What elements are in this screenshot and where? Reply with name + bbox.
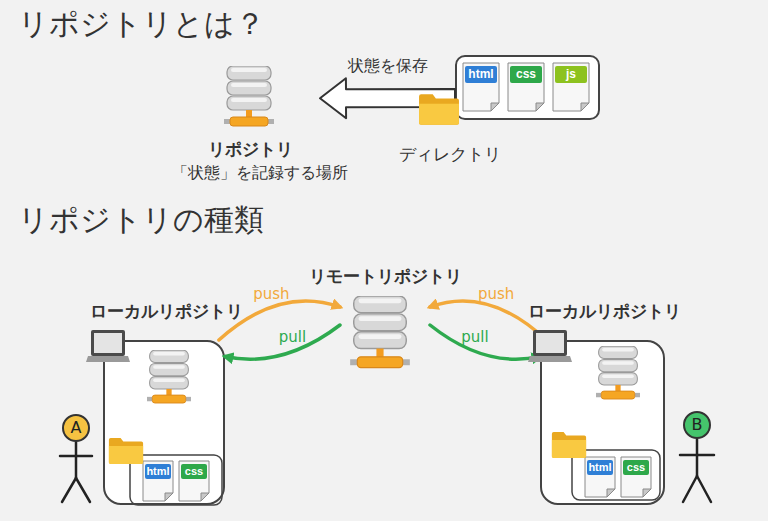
- file-page-fold: [643, 489, 651, 497]
- figure-leg: [62, 478, 76, 502]
- figure-body: [75, 442, 78, 478]
- figure-leg: [76, 478, 90, 502]
- person-a-figure: [60, 442, 92, 502]
- file-frame: [130, 455, 222, 505]
- node-heading: ローカルリポジトリ: [502, 300, 707, 323]
- local-repository-box: ローカルリポジトリhtmlcss: [103, 340, 225, 505]
- curved-arrow: [219, 301, 340, 340]
- curved-arrow: [430, 301, 546, 340]
- remote-repository-node: リモートリポジトリ: [340, 265, 430, 365]
- file-page-shape: [179, 461, 209, 501]
- figure-body: [696, 439, 699, 476]
- database-icon: [147, 350, 191, 403]
- file-icon: html: [584, 456, 616, 498]
- local-repository-box: ローカルリポジトリhtmlcss: [540, 340, 665, 505]
- node-title: リモートリポジトリ: [305, 265, 465, 288]
- edge-label: pull: [279, 328, 306, 346]
- file-type-tag: html: [587, 460, 613, 475]
- laptop-icon: [528, 330, 572, 362]
- file-page-shape: [621, 457, 651, 497]
- file-icon: css: [620, 456, 652, 498]
- file-icon: js: [552, 62, 590, 112]
- edge-label: push: [253, 285, 289, 303]
- edge-label: pull: [461, 328, 488, 346]
- file-icon: html: [462, 62, 500, 112]
- file-icon: html: [142, 460, 174, 502]
- database-icon: [224, 66, 274, 126]
- edge-label: 状態を保存: [348, 56, 428, 77]
- file-icon: css: [178, 460, 210, 502]
- node-caption: 「状態」を記録する場所: [160, 163, 360, 184]
- person-letter: B: [685, 413, 709, 437]
- page-title: リポジトリとは？: [18, 4, 265, 45]
- folder-icon: [552, 432, 586, 458]
- file-type-tag: css: [181, 464, 207, 479]
- file-page-shape: [463, 63, 499, 111]
- node-title: リポジトリ: [160, 138, 340, 161]
- database-icon: [350, 296, 410, 368]
- curved-arrow: [430, 325, 540, 359]
- file-page-shape: [585, 457, 615, 497]
- file-type-tag: css: [510, 66, 542, 83]
- directory-box: ディレクトリhtmlcssjs: [455, 55, 600, 120]
- file-type-tag: js: [555, 66, 587, 83]
- figure-leg: [697, 476, 711, 502]
- file-page-fold: [607, 489, 615, 497]
- curved-arrow: [225, 325, 340, 359]
- person-badge: A: [62, 414, 90, 442]
- file-page-shape: [553, 63, 589, 111]
- edge-label: push: [478, 285, 514, 303]
- file-icon: css: [507, 62, 545, 112]
- file-frame: [572, 450, 660, 500]
- hollow-arrow: [320, 78, 455, 118]
- database-icon: [596, 346, 640, 399]
- repository-node: リポジトリ「状態」を記録する場所: [180, 62, 320, 187]
- person-badge: B: [683, 411, 711, 439]
- figure-arms: [680, 454, 714, 457]
- figure-leg: [683, 476, 697, 502]
- file-page-fold: [536, 103, 544, 111]
- laptop-icon: [86, 330, 130, 362]
- file-type-tag: html: [465, 66, 497, 83]
- file-type-tag: css: [623, 460, 649, 475]
- node-caption: ディレクトリ: [390, 143, 510, 166]
- person-letter: A: [64, 416, 88, 440]
- file-page-fold: [581, 103, 589, 111]
- file-page-shape: [143, 461, 173, 501]
- person-b-figure: [680, 439, 714, 502]
- section-heading: リポジトリの種類: [18, 200, 264, 241]
- node-heading: ローカルリポジトリ: [65, 300, 267, 323]
- file-page-fold: [165, 493, 173, 501]
- folder-icon: [419, 94, 459, 124]
- file-page-fold: [491, 103, 499, 111]
- file-page-shape: [508, 63, 544, 111]
- file-type-tag: html: [145, 464, 171, 479]
- file-page-fold: [201, 493, 209, 501]
- figure-arms: [60, 455, 92, 458]
- folder-icon: [109, 438, 143, 464]
